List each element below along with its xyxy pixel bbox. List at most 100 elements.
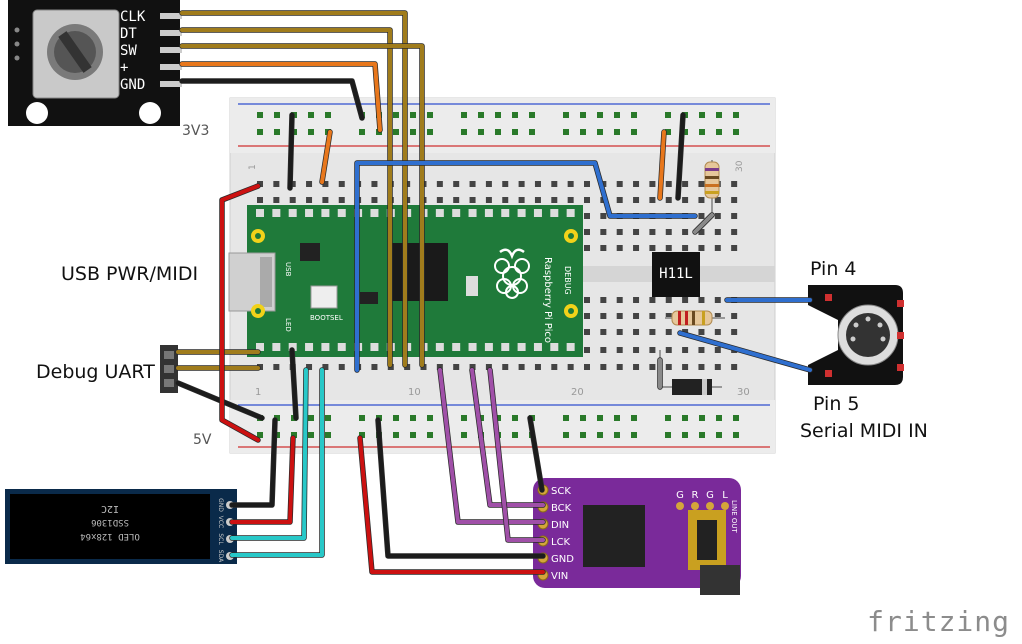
label-usb-pwr-midi: USB PWR/MIDI bbox=[61, 263, 199, 285]
wire-oled-sda bbox=[230, 368, 324, 557]
pico-pin-bottom bbox=[435, 343, 444, 351]
pico-pin-top bbox=[517, 209, 526, 217]
wires bbox=[175, 10, 813, 575]
dac-line-out-label: LINE OUT bbox=[730, 500, 738, 533]
pico-pin-top bbox=[435, 209, 444, 217]
pico-pin-bottom bbox=[288, 343, 297, 351]
oled-pin-label: VCC bbox=[217, 516, 224, 528]
wire-3v3-rail bbox=[320, 130, 332, 184]
dac-top-pin-label: G bbox=[676, 490, 684, 501]
fritzing-watermark: fritzing bbox=[867, 605, 1010, 638]
dac-top-pin-label: R bbox=[692, 490, 699, 501]
wire-oled-scl bbox=[230, 368, 308, 540]
raspberry-pi-pico: Raspberry Pi Pico DEBUG BOOTSEL USB LED bbox=[228, 205, 583, 357]
encoder-pin bbox=[160, 81, 182, 87]
dac-top-pin bbox=[691, 502, 699, 510]
dac-top-pin bbox=[676, 502, 684, 510]
h11l-label: H11L bbox=[659, 266, 693, 282]
wire-clk bbox=[180, 11, 407, 367]
pico-bootsel-label: BOOTSEL bbox=[310, 314, 343, 322]
dac-pin-label: SCK bbox=[551, 486, 571, 497]
pico-usb-label: USB bbox=[284, 262, 292, 277]
pico-pin-bottom bbox=[517, 343, 526, 351]
pico-pin-bottom bbox=[484, 343, 493, 351]
dac-top-pin bbox=[706, 502, 714, 510]
wire-opto-3v3 bbox=[658, 130, 666, 200]
wire-oled-vcc bbox=[230, 436, 295, 524]
midi-din-connector bbox=[808, 285, 904, 385]
encoder-pin-label: + bbox=[120, 60, 128, 76]
dac-top-pin-label: L bbox=[722, 490, 728, 501]
pico-pin-top bbox=[550, 209, 559, 217]
wire-5v-vbus bbox=[220, 184, 260, 442]
wire-dac-din bbox=[438, 368, 545, 524]
col-number-30: 30 bbox=[737, 387, 750, 398]
pico-pin-bottom bbox=[370, 343, 379, 351]
pico-pin-top bbox=[256, 209, 264, 217]
label-5v: 5V bbox=[193, 432, 212, 448]
wire-3v3-gnd bbox=[288, 113, 294, 190]
encoder-pin bbox=[160, 64, 182, 70]
col-number-20: 20 bbox=[571, 387, 584, 398]
oled-pin-label: SCL bbox=[217, 533, 224, 545]
pico-pin-top bbox=[272, 209, 281, 217]
label-pin-5: Pin 5 bbox=[813, 393, 860, 415]
encoder-pin-label: DT bbox=[120, 26, 137, 42]
dac-pin-label: BCK bbox=[551, 503, 572, 514]
wire-encoder-plus bbox=[180, 62, 382, 132]
pico-pin-bottom bbox=[533, 343, 542, 351]
wire-resistor-opto bbox=[693, 213, 714, 234]
oled-line-size: OLED 128x64 bbox=[80, 531, 140, 541]
pico-pin-bottom bbox=[501, 343, 510, 351]
wire-oled-gnd bbox=[230, 418, 277, 507]
pico-pin-top bbox=[452, 209, 461, 217]
encoder-pin-label: GND bbox=[120, 77, 145, 93]
pico-pin-bottom bbox=[550, 343, 559, 351]
pico-pin-bottom bbox=[272, 343, 281, 351]
dac-top-pin bbox=[721, 502, 729, 510]
wire-opto-gnd bbox=[676, 113, 685, 200]
pico-pin-bottom bbox=[321, 343, 330, 351]
pico-pin-top bbox=[533, 209, 542, 217]
pico-pin-bottom bbox=[452, 343, 461, 351]
pico-pin-bottom bbox=[305, 343, 314, 351]
dac-pin-label: DIN bbox=[551, 520, 569, 531]
pico-pin-top bbox=[484, 209, 493, 217]
dac-pin-label: LCK bbox=[551, 537, 571, 548]
wire-dt bbox=[180, 28, 392, 367]
wire-encoder-gnd bbox=[180, 79, 364, 120]
pico-pin-top bbox=[566, 209, 575, 217]
encoder-pin-label: CLK bbox=[120, 9, 146, 25]
wire-dac-bck bbox=[470, 368, 545, 507]
dac-pin-label: GND bbox=[551, 554, 574, 565]
pico-led-label: LED bbox=[284, 318, 292, 332]
oled-pin-label: GND bbox=[217, 498, 224, 512]
encoder-pin-label: SW bbox=[120, 43, 137, 59]
wire-pico-gnd-rail bbox=[290, 348, 298, 420]
col-number-10: 10 bbox=[408, 387, 421, 398]
debug-uart-header bbox=[160, 345, 178, 393]
pico-pin-top bbox=[288, 209, 297, 217]
pico-pin-bottom bbox=[337, 343, 346, 351]
pico-pin-bottom bbox=[256, 343, 264, 351]
wire-midi-rx bbox=[355, 161, 697, 372]
pico-pin-top bbox=[501, 209, 510, 217]
pico-name: Raspberry Pi Pico bbox=[542, 257, 553, 343]
pico-pin-bottom bbox=[566, 343, 575, 351]
resistor-horizontal bbox=[665, 310, 725, 326]
raspberry-logo bbox=[494, 248, 530, 299]
oled-pin-label: SDA bbox=[217, 550, 224, 563]
wire-midi-pin5 bbox=[678, 331, 812, 372]
wire-dac-sck bbox=[528, 416, 544, 492]
pico-debug-label: DEBUG bbox=[563, 266, 572, 295]
h11l-optocoupler: H11L bbox=[652, 252, 700, 297]
label-debug-uart: Debug UART bbox=[36, 361, 155, 383]
label-3v3: 3V3 bbox=[182, 123, 210, 139]
resistor-vertical bbox=[704, 160, 720, 215]
col-number-1-bottom: 1 bbox=[255, 387, 261, 398]
pico-pin-top bbox=[370, 209, 379, 217]
col-number-30-top: 30 bbox=[735, 160, 745, 172]
col-number-1: 1 bbox=[248, 164, 258, 170]
